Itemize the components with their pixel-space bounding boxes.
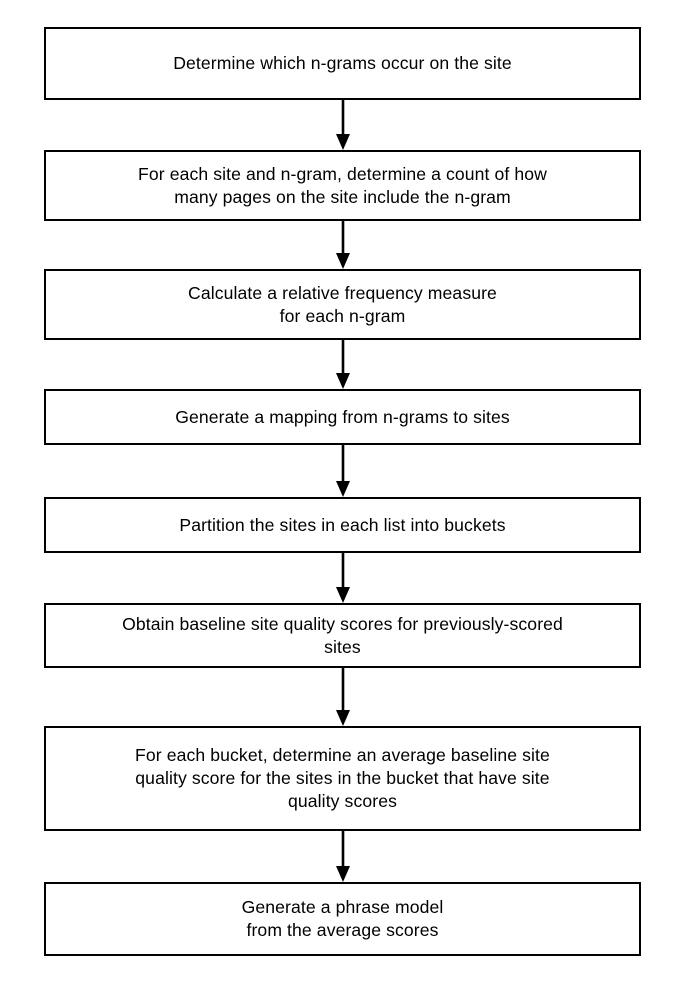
arrow-down-icon bbox=[335, 668, 350, 726]
flowchart-node-7: For each bucket, determine an average ba… bbox=[44, 726, 641, 831]
flowchart-node-1: Determine which n-grams occur on the sit… bbox=[44, 27, 641, 100]
flowchart-arrow-7 bbox=[44, 831, 641, 882]
arrow-down-icon bbox=[335, 445, 350, 497]
flowchart-node-6-label: Obtain baseline site quality scores for … bbox=[122, 613, 563, 657]
flowchart-arrow-4 bbox=[44, 445, 641, 497]
flowchart-node-column: Determine which n-grams occur on the sit… bbox=[44, 27, 641, 956]
flowchart-arrow-5 bbox=[44, 553, 641, 603]
flowchart-node-4-label: Generate a mapping from n-grams to sites bbox=[175, 406, 510, 427]
flowchart-arrow-2 bbox=[44, 221, 641, 269]
flowchart-node-2-label: For each site and n-gram, determine a co… bbox=[138, 163, 547, 207]
flowchart-node-3-label: Calculate a relative frequency measure f… bbox=[188, 282, 497, 326]
arrow-down-icon bbox=[335, 553, 350, 603]
arrow-down-icon bbox=[335, 221, 350, 269]
arrow-down-icon bbox=[335, 100, 350, 150]
flowchart-node-6: Obtain baseline site quality scores for … bbox=[44, 603, 641, 668]
arrow-down-icon bbox=[335, 831, 350, 882]
flowchart-node-4: Generate a mapping from n-grams to sites bbox=[44, 389, 641, 445]
flowchart-node-1-label: Determine which n-grams occur on the sit… bbox=[173, 53, 512, 73]
flowchart-node-2: For each site and n-gram, determine a co… bbox=[44, 150, 641, 221]
flowchart-arrow-3 bbox=[44, 340, 641, 389]
arrow-down-icon bbox=[335, 340, 350, 389]
flowchart-arrow-1 bbox=[44, 100, 641, 150]
flowchart-node-8-label: Generate a phrase model from the average… bbox=[241, 897, 444, 940]
flowchart-node-8: Generate a phrase model from the average… bbox=[44, 882, 641, 956]
flowchart-node-5-label: Partition the sites in each list into bu… bbox=[179, 514, 506, 535]
flowchart-node-7-label: For each bucket, determine an average ba… bbox=[135, 745, 550, 811]
flowchart-arrow-6 bbox=[44, 668, 641, 726]
flowchart-node-3: Calculate a relative frequency measure f… bbox=[44, 269, 641, 340]
flowchart-node-5: Partition the sites in each list into bu… bbox=[44, 497, 641, 553]
